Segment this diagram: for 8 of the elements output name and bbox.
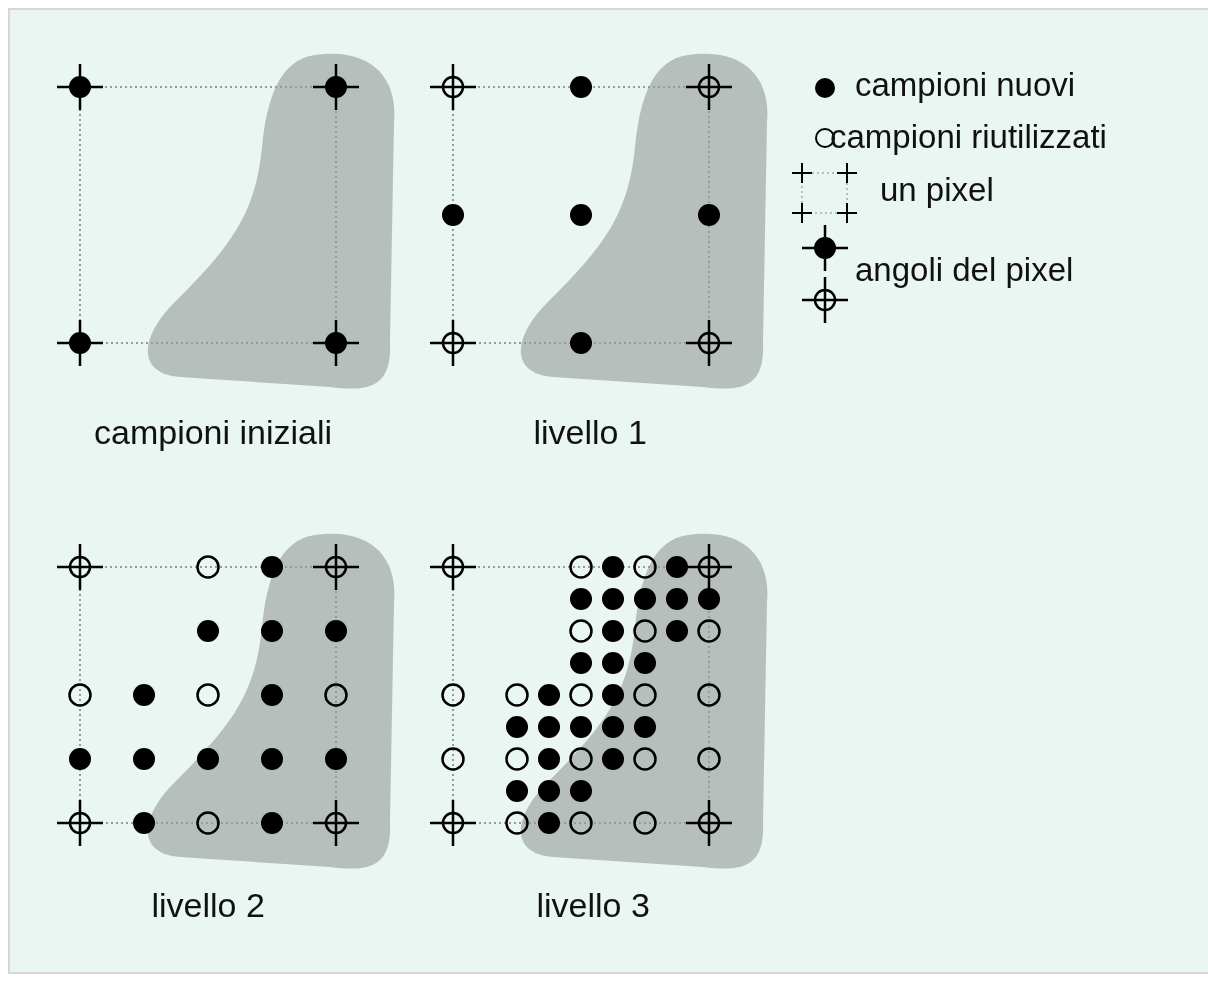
legend-label: un pixel: [880, 173, 994, 206]
panel-caption: livello 2: [151, 888, 265, 922]
panel-caption: livello 3: [536, 888, 650, 922]
legend-label: campioni nuovi: [855, 68, 1076, 101]
legend-label: angoli del pixel: [855, 253, 1074, 286]
panel-caption: campioni iniziali: [94, 415, 333, 449]
panel-caption: livello 1: [533, 415, 647, 449]
legend-label: campioni riutilizzati: [830, 120, 1107, 153]
